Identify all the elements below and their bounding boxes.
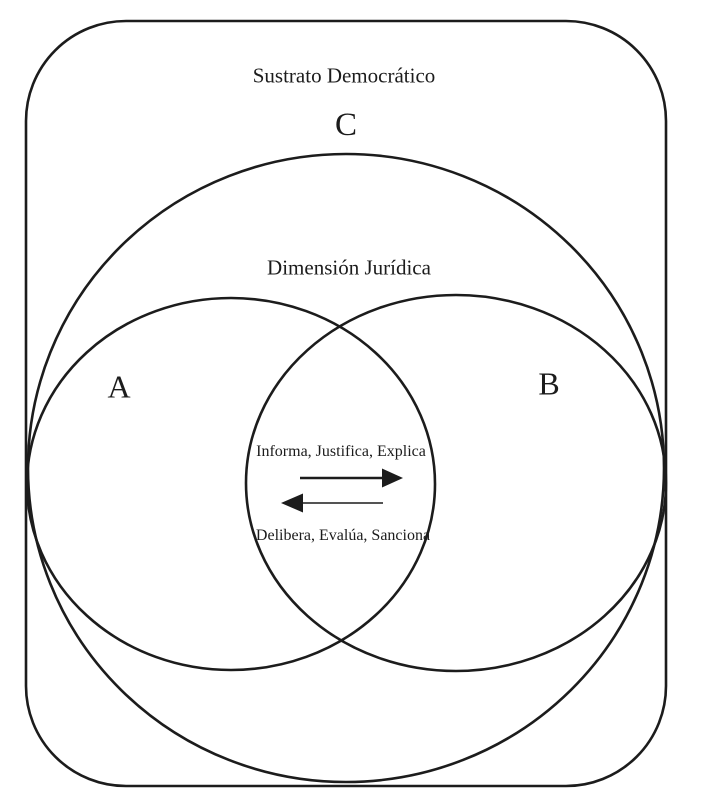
circle-a	[25, 296, 437, 672]
left-arrow-head	[281, 493, 303, 513]
left-arrow-icon	[281, 493, 383, 513]
democratic-substrate-boundary	[24, 19, 668, 788]
circle-b	[244, 293, 668, 673]
juridical-dimension-label: Dimensión Jurídica	[267, 255, 431, 280]
circle-b-label: B	[538, 365, 560, 402]
circle-a-label: A	[107, 368, 131, 405]
right-arrow-head	[382, 468, 403, 488]
right-arrow-icon	[300, 468, 403, 488]
circle-c	[26, 152, 666, 784]
backward-exchange-label: Delibera, Evalúa, Sanciona	[255, 527, 431, 545]
circle-c-label: C	[334, 106, 358, 143]
forward-exchange-label: Informa, Justifica, Explica	[256, 443, 426, 461]
democratic-substrate-label: Sustrato Democrático	[252, 63, 436, 88]
